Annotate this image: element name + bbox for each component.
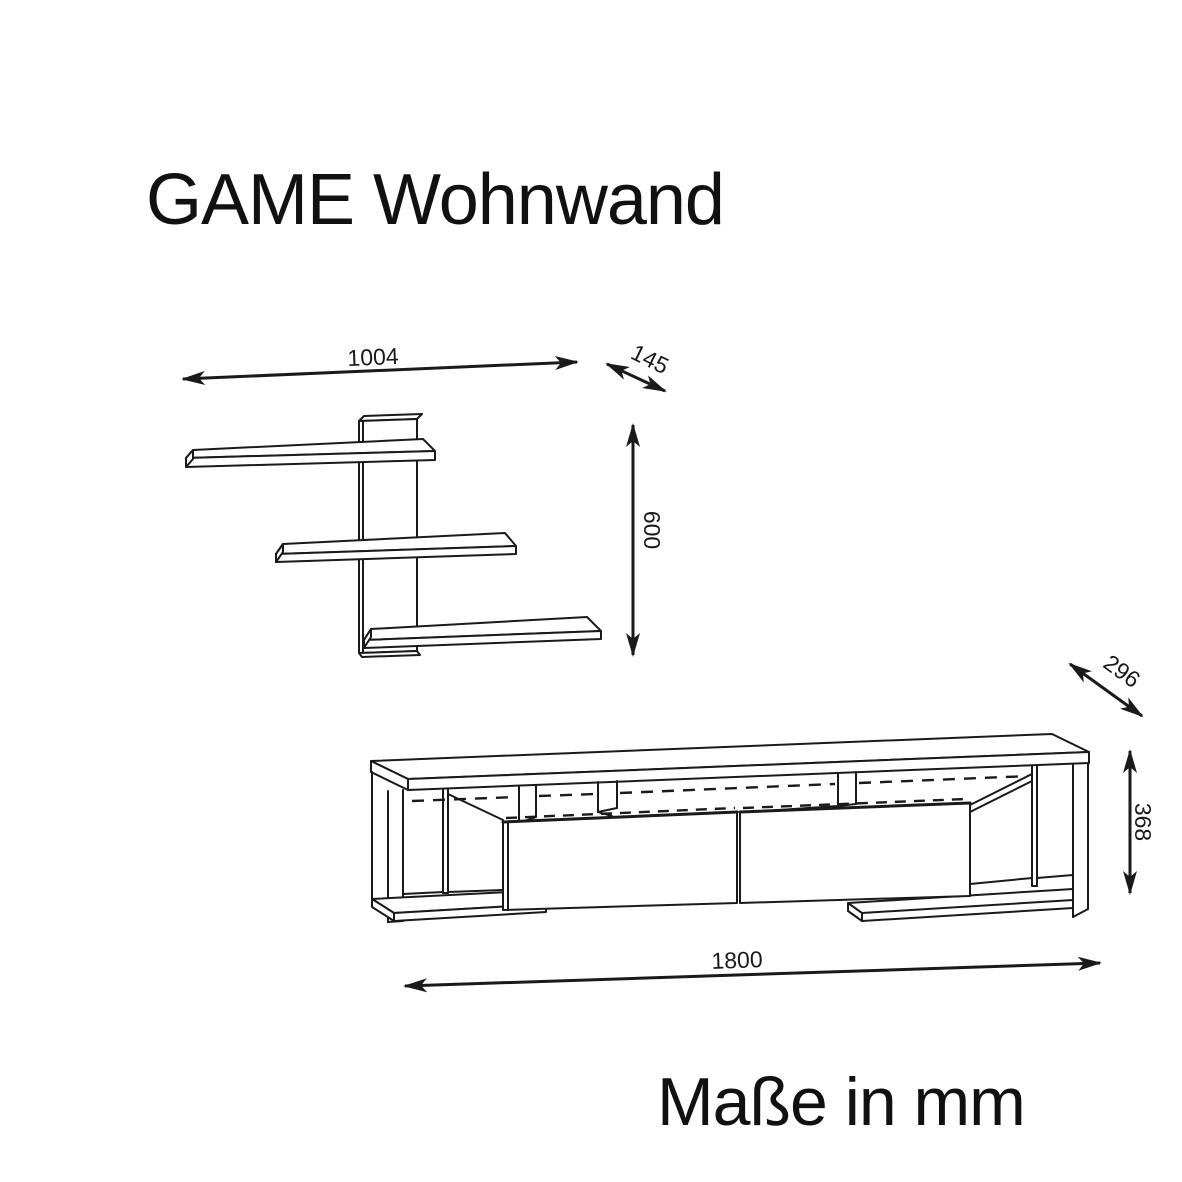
dimension-label-lowboard-depth: 296 bbox=[1099, 649, 1145, 693]
wall-shelf-drawing bbox=[185, 413, 602, 658]
dimension-arrow-lowboard-depth bbox=[1068, 662, 1144, 718]
units-note: Maße in mm bbox=[657, 1064, 1026, 1140]
lowboard-drawing bbox=[370, 733, 1090, 923]
lowboard-drawer-left bbox=[502, 811, 738, 911]
dimension-arrow-lowboard-width bbox=[403, 956, 1102, 993]
dimension-label-lowboard-width: 1800 bbox=[711, 946, 763, 974]
hidden-edge-dashes bbox=[411, 795, 517, 803]
page-title: GAME Wohnwand bbox=[146, 160, 725, 240]
lowboard-drawer-right bbox=[739, 802, 971, 904]
dimension-arrow-shelf-depth bbox=[605, 362, 667, 393]
dimension-label-shelf-height: 600 bbox=[639, 511, 665, 549]
dimension-label-shelf-depth: 145 bbox=[627, 339, 673, 379]
dimension-label-shelf-width: 1004 bbox=[347, 343, 399, 371]
dimension-arrow-shelf-width bbox=[181, 355, 579, 386]
dimension-label-lowboard-height: 368 bbox=[1130, 803, 1156, 841]
